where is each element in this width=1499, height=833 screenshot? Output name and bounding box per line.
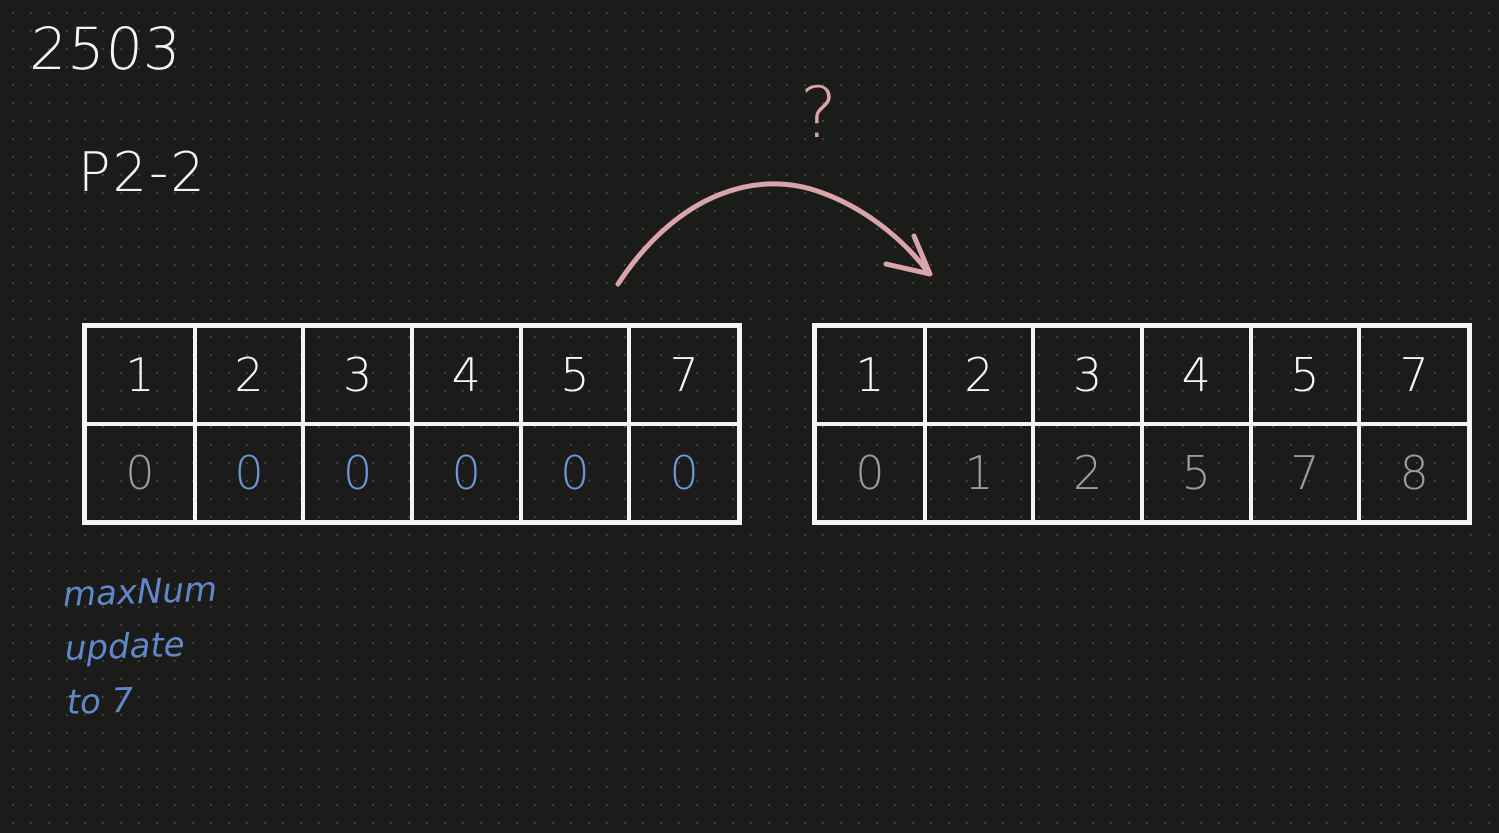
value-cell: 0 bbox=[82, 422, 197, 525]
left-array-table: 1 2 3 4 5 7 0 0 0 0 0 0 bbox=[82, 323, 742, 525]
key-cell: 3 bbox=[301, 323, 414, 426]
key-cell: 5 bbox=[1248, 323, 1362, 426]
note-line: to 7 bbox=[66, 680, 134, 723]
value-cell: 5 bbox=[1139, 422, 1253, 525]
key-cell: 4 bbox=[409, 323, 523, 426]
value-cell: 0 bbox=[812, 422, 927, 525]
key-cell: 4 bbox=[1139, 323, 1253, 426]
value-cell: 0 bbox=[301, 422, 414, 525]
value-cell: 0 bbox=[409, 422, 523, 525]
key-cell: 2 bbox=[192, 323, 306, 426]
key-cell: 2 bbox=[922, 323, 1036, 426]
key-cell: 1 bbox=[812, 323, 927, 426]
key-row: 1 2 3 4 5 7 bbox=[812, 323, 1472, 426]
value-row: 0 0 0 0 0 0 bbox=[82, 422, 742, 525]
value-cell: 0 bbox=[627, 422, 742, 525]
key-cell: 1 bbox=[82, 323, 197, 426]
value-cell: 0 bbox=[192, 422, 306, 525]
question-mark: ? bbox=[800, 72, 838, 154]
key-cell: 7 bbox=[627, 323, 742, 426]
value-cell: 8 bbox=[1357, 422, 1472, 525]
key-cell: 5 bbox=[518, 323, 632, 426]
note-line: update bbox=[64, 624, 186, 669]
arrowhead bbox=[883, 233, 933, 277]
key-row: 1 2 3 4 5 7 bbox=[82, 323, 742, 426]
note-line: maxNum bbox=[62, 569, 218, 615]
arrow-arc bbox=[615, 181, 931, 287]
value-cell: 2 bbox=[1031, 422, 1144, 525]
value-cell: 0 bbox=[518, 422, 632, 525]
value-cell: 7 bbox=[1248, 422, 1362, 525]
value-row: 0 1 2 5 7 8 bbox=[812, 422, 1472, 525]
annotation-note: maxNum update to 7 bbox=[62, 563, 222, 730]
right-array-table: 1 2 3 4 5 7 0 1 2 5 7 8 bbox=[812, 323, 1472, 525]
value-cell: 1 bbox=[922, 422, 1036, 525]
problem-label: P2-2 bbox=[78, 141, 207, 204]
key-cell: 7 bbox=[1357, 323, 1472, 426]
key-cell: 3 bbox=[1031, 323, 1144, 426]
